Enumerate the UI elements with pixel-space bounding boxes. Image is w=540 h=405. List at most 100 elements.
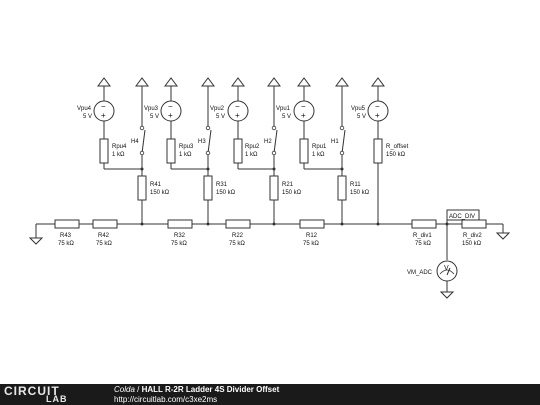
adc-div-node: ADC_DIV: [445, 209, 480, 260]
label-roffset-name: R_offset: [386, 144, 409, 150]
resistor-r11: [337, 175, 347, 201]
resistor-r42: [92, 219, 118, 229]
voltmeter-letter: V: [444, 265, 449, 272]
branch-1: − + Vpu1 5 V Rpu1 1 kΩ H1 R11 150 kΩ: [276, 77, 370, 226]
label-r42-value: 75 kΩ: [96, 241, 112, 247]
label-rdiv2-name: R_div2: [463, 233, 482, 239]
label-r11-value: 150 kΩ: [350, 190, 370, 196]
resistor-rdiv2: [461, 219, 487, 229]
label-rdiv1-name: R_div1: [413, 233, 432, 239]
branch-3: − + Vpu3 5 V Rpu3 1 kΩ H3 R31 150 kΩ: [144, 77, 236, 226]
resistor-rpu4: [99, 138, 109, 164]
label-r43-value: 75 kΩ: [58, 241, 74, 247]
label-h3: H3: [198, 139, 206, 145]
resistor-rpu2: [233, 138, 243, 164]
label-h1: H1: [331, 139, 339, 145]
vpu5-plus-sign: +: [375, 111, 380, 120]
label-vpu5-value: 5 V: [357, 114, 366, 120]
rail-arrow-vpu2: [231, 77, 245, 87]
vpu4-plus-sign: +: [101, 111, 106, 120]
switch-h2: [273, 129, 278, 154]
circuitlab-logo[interactable]: CIRCUIT LAB: [4, 384, 92, 405]
label-vpu2-name: Vpu2: [210, 106, 225, 112]
label-vpu4-value: 5 V: [83, 114, 92, 120]
label-rpu2-value: 1 kΩ: [245, 152, 258, 158]
resistor-r43: [54, 219, 80, 229]
label-rpu2-name: Rpu2: [245, 144, 260, 150]
logo-line2: LAB: [46, 394, 68, 404]
label-r11-name: R11: [350, 182, 361, 188]
branch-offset: − + Vpu5 5 V R_offset 150 kΩ: [351, 77, 409, 226]
label-r21-name: R21: [282, 182, 294, 188]
resistor-r22: [225, 219, 251, 229]
resistor-r31: [203, 175, 213, 201]
label-r32-value: 75 kΩ: [171, 241, 187, 247]
voltmeter-vm-adc: V VM_ADC: [407, 260, 458, 284]
label-vpu4-name: Vpu4: [77, 106, 92, 112]
rail-arrow-h2: [267, 77, 281, 87]
label-r42-name: R42: [98, 233, 110, 239]
resistor-rpu3: [166, 138, 176, 164]
label-rpu3-value: 1 kΩ: [179, 152, 192, 158]
rail-arrow-vpu5: [371, 77, 385, 87]
circuit-title: HALL R-2R Ladder 4S Divider Offset: [141, 385, 280, 394]
label-rdiv1-value: 75 kΩ: [415, 241, 431, 247]
switch-h4: [141, 129, 146, 154]
label-vpu1-name: Vpu1: [276, 106, 291, 112]
label-r41-name: R41: [150, 182, 162, 188]
label-r32-name: R32: [174, 233, 186, 239]
label-roffset-value: 150 kΩ: [386, 152, 406, 158]
rail-arrow-h3: [201, 77, 215, 87]
label-rpu4-value: 1 kΩ: [112, 152, 125, 158]
switch-h1: [341, 129, 346, 154]
label-rpu3-name: Rpu3: [179, 144, 194, 150]
branch-2: − + Vpu2 5 V Rpu2 1 kΩ H2 R21 150 kΩ: [210, 77, 302, 226]
rail-arrow-vpu1: [297, 77, 311, 87]
vpu2-plus-sign: +: [235, 111, 240, 120]
label-r21-value: 150 kΩ: [282, 190, 302, 196]
label-vpu3-value: 5 V: [150, 114, 159, 120]
resistor-r21: [269, 175, 279, 201]
label-r12-name: R12: [306, 233, 318, 239]
resistor-roffset: [373, 138, 383, 164]
label-rpu1-name: Rpu1: [312, 144, 327, 150]
ground-left-symbol: [28, 224, 44, 245]
vpu3-plus-sign: +: [168, 111, 173, 120]
net-label-box: [446, 209, 480, 221]
label-r22-value: 75 kΩ: [229, 241, 245, 247]
resistor-rdiv1: [411, 219, 437, 229]
resistor-r12: [299, 219, 325, 229]
rail-arrow-h1: [335, 77, 349, 87]
label-rpu1-value: 1 kΩ: [312, 152, 325, 158]
label-h4: H4: [131, 139, 139, 145]
circuit-credit: Colda / HALL R-2R Ladder 4S Divider Offs…: [114, 385, 279, 394]
label-r12-value: 75 kΩ: [303, 241, 319, 247]
label-vpu3-name: Vpu3: [144, 106, 159, 112]
switch-h3: [207, 129, 212, 154]
branch-4: − + Vpu4 5 V Rpu4 1 kΩ H4 R41 150 kΩ: [77, 77, 170, 226]
net-label-adc-div: ADC_DIV: [449, 214, 475, 220]
circuit-url[interactable]: http://circuitlab.com/c3xe2ms: [114, 395, 218, 404]
resistor-rpu1: [299, 138, 309, 164]
label-vpu2-value: 5 V: [216, 114, 225, 120]
label-vpu5-name: Vpu5: [351, 106, 366, 112]
label-h2: H2: [264, 139, 272, 145]
author-name[interactable]: Colda: [114, 385, 135, 394]
vpu1-minus-sign: −: [301, 102, 306, 111]
vpu2-minus-sign: −: [235, 102, 240, 111]
rail-arrow-vpu3: [164, 77, 178, 87]
ground-meter-symbol: [439, 284, 455, 299]
label-rdiv2-value: 150 kΩ: [462, 241, 482, 247]
ground-right-symbol: [495, 224, 511, 240]
vpu1-plus-sign: +: [301, 111, 306, 120]
logo-line1: CIRCUIT: [4, 384, 60, 398]
rail-arrow-h4: [135, 77, 149, 87]
credit-separator: /: [134, 385, 142, 394]
resistor-r32: [167, 219, 193, 229]
vpu3-minus-sign: −: [168, 102, 173, 111]
vpu5-minus-sign: −: [375, 102, 380, 111]
resistor-r41: [137, 175, 147, 201]
label-rpu4-name: Rpu4: [112, 144, 127, 150]
rail-arrow-vpu4: [97, 77, 111, 87]
